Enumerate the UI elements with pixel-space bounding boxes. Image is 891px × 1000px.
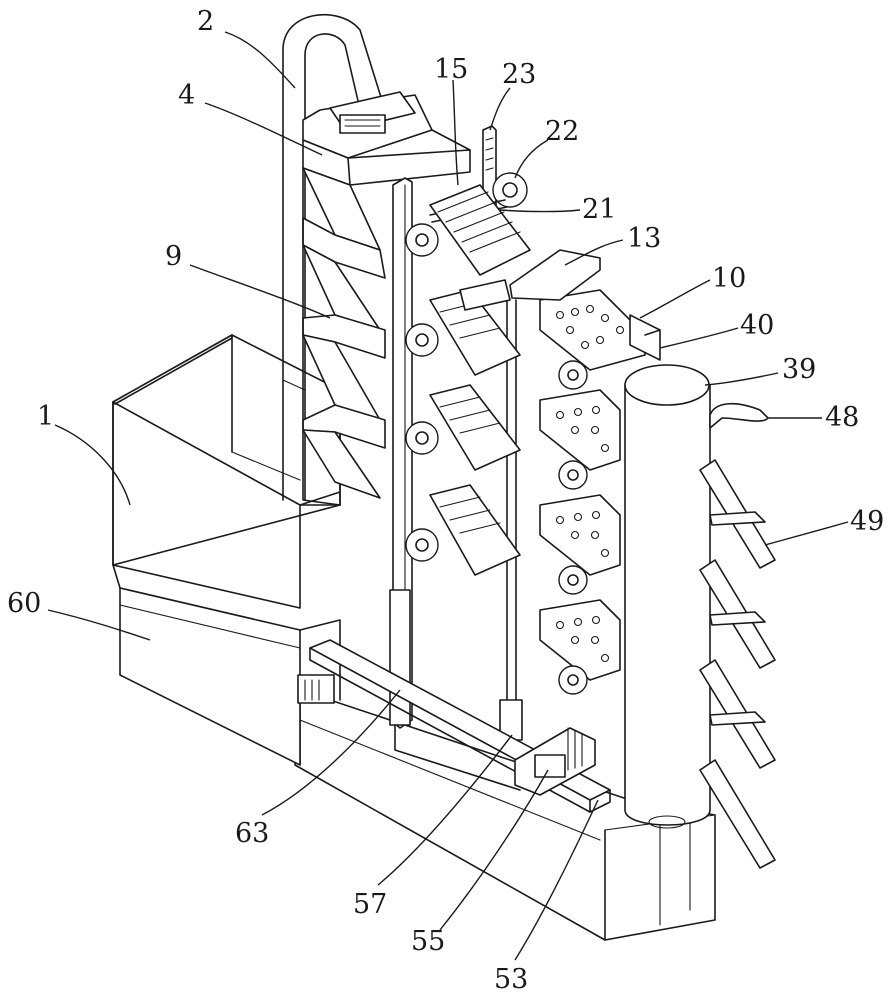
label-13: 13: [627, 223, 661, 254]
tray-gears: [558, 360, 588, 695]
roller-bundles: [429, 184, 531, 576]
label-15: 15: [434, 54, 468, 85]
cover-plate: [509, 249, 601, 301]
label-57: 57: [353, 889, 387, 920]
collection-box: [112, 334, 341, 609]
right-frame: [629, 314, 661, 361]
label-22: 22: [545, 116, 579, 147]
stacked-chutes: [302, 167, 386, 506]
label-9: 9: [165, 241, 182, 272]
cylinder: [624, 364, 711, 829]
vertical-rack: [389, 177, 521, 791]
label-60: 60: [7, 588, 41, 619]
label-49: 49: [850, 506, 884, 537]
label-23: 23: [502, 59, 536, 90]
label-40: 40: [740, 310, 774, 341]
drive-motor: [514, 727, 596, 796]
riser-pipe: [282, 13, 386, 501]
outlet-pipe: [709, 402, 769, 429]
perforated-trays: [459, 279, 646, 681]
label-39: 39: [782, 354, 816, 385]
label-1: 1: [37, 401, 54, 432]
angled-nozzles: [699, 459, 776, 869]
feed-hopper: [302, 91, 471, 186]
label-2: 2: [197, 6, 214, 37]
label-48: 48: [825, 402, 859, 433]
reference-labels: 2 15 23 4 22 21 13 9 10 40 39 48 1 49 60…: [7, 6, 884, 995]
box-base: [112, 564, 341, 766]
label-10: 10: [712, 263, 746, 294]
label-55: 55: [411, 926, 445, 957]
vertical-rod: [499, 299, 523, 741]
leader-lines: [47, 31, 849, 961]
label-63: 63: [235, 818, 269, 849]
side-gears: [405, 223, 439, 562]
label-21: 21: [582, 194, 616, 225]
label-53: 53: [494, 964, 528, 995]
label-4: 4: [178, 80, 195, 111]
